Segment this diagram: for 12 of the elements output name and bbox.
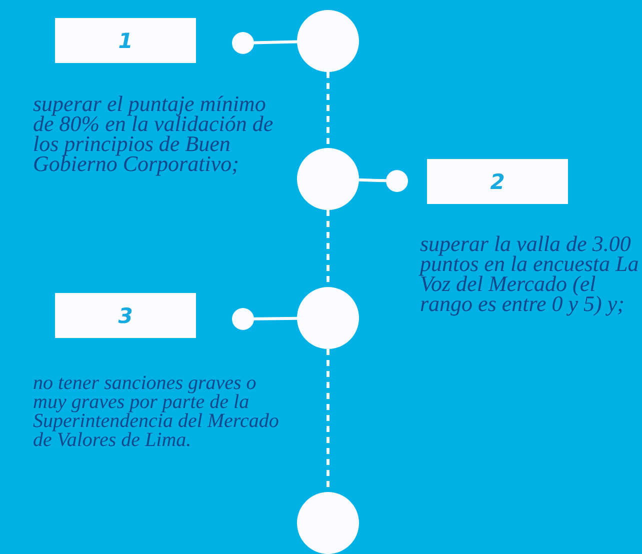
connector-dot [386, 170, 408, 192]
description-text: superar la valla de 3.00 puntos en la encuesta La Voz del Mercado (el rango es entre 0 y 5) y; [420, 234, 640, 314]
number-box: 2 [427, 159, 568, 204]
number-box: 1 [55, 18, 196, 63]
description-text: no tener sanciones graves o muy graves por parte de la Superintendencia del Mercado de Valores de Lima. [33, 374, 280, 450]
connector-dot [232, 308, 254, 330]
description-text: superar el puntaje mínimo de 80% en la validación de los principios de Buen Gobierno Corporativo; [33, 94, 274, 174]
connector-line [254, 316, 298, 320]
connector-dot [232, 32, 254, 54]
connector-line [358, 178, 386, 182]
number-box: 3 [55, 293, 196, 338]
connector-line [254, 40, 298, 44]
